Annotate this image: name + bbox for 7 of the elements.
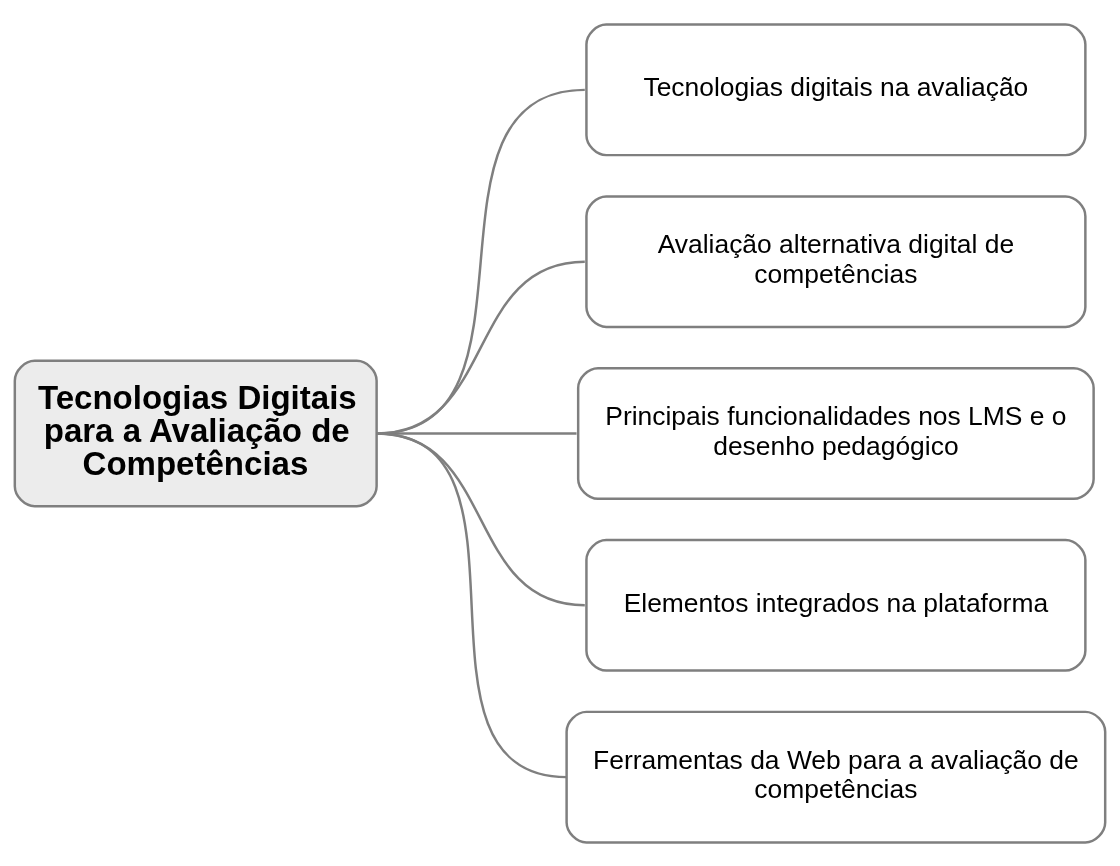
connector [376, 431, 567, 778]
node-box: Avaliação alternativa digital de competências [585, 194, 1087, 328]
node-box: Principais funcionalidades nos LMS e o desenho pedagógico [576, 366, 1095, 500]
node-box: Tecnologias Digitais para a Avaliação de Competências [13, 359, 378, 507]
node-box: Elementos integrados na plataforma [585, 538, 1087, 672]
node-box: Tecnologias digitais na avaliação [585, 22, 1087, 156]
node-box: Ferramentas da Web para a avaliação de competências [565, 710, 1107, 844]
